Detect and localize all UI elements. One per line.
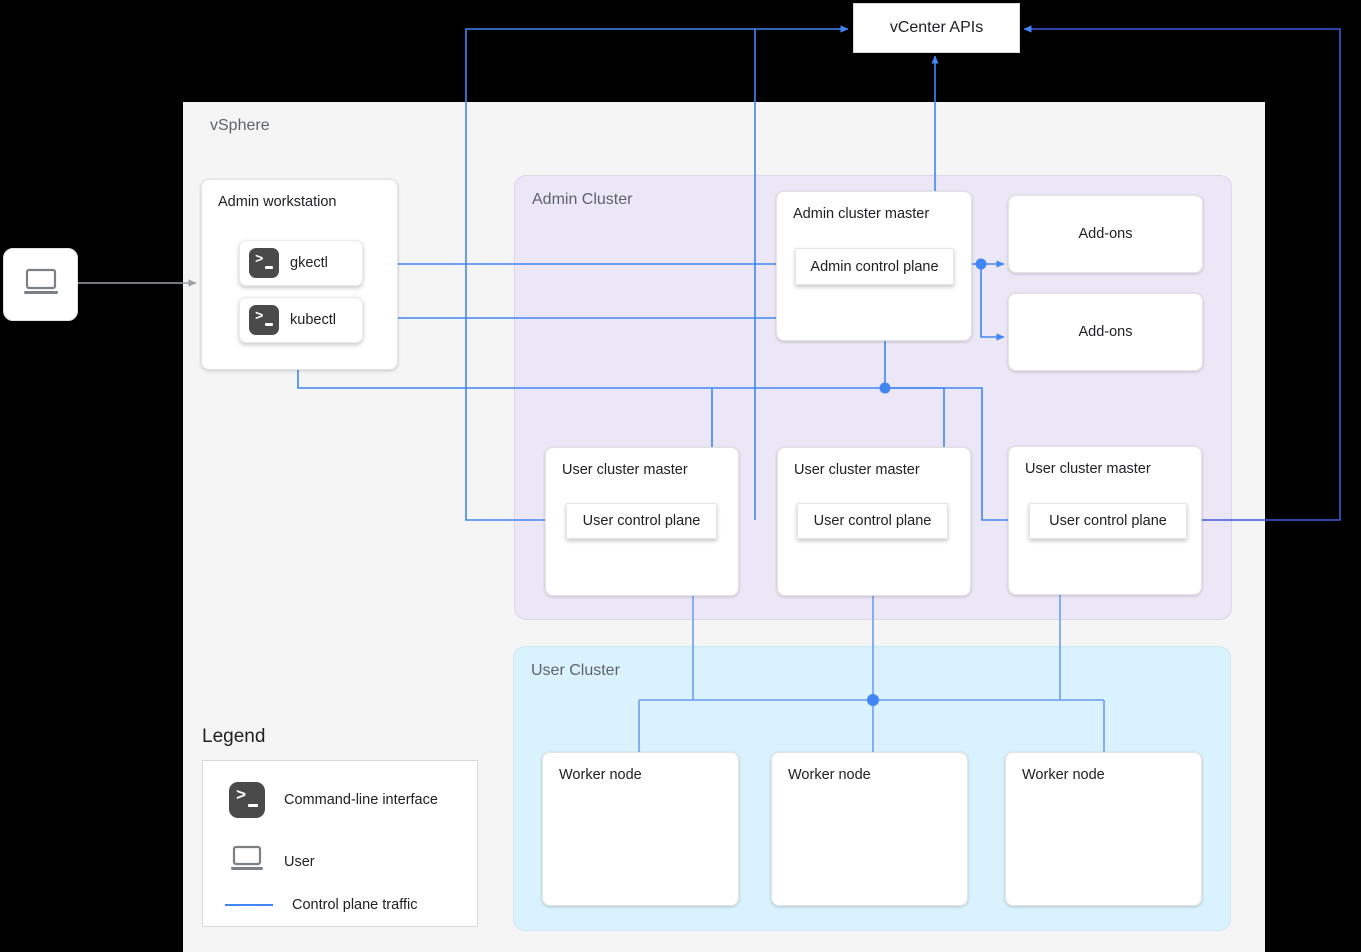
user-node[interactable] xyxy=(3,248,78,321)
worker-node-title-1: Worker node xyxy=(559,767,642,783)
admin-control-plane-label: Admin control plane xyxy=(810,258,939,275)
legend-title: Legend xyxy=(202,726,266,747)
legend-label-cli: Command-line interface xyxy=(284,792,438,808)
admin-cluster-master-title: Admin cluster master xyxy=(793,206,930,222)
user-cluster-master-title-3: User cluster master xyxy=(1025,461,1151,477)
terminal-icon xyxy=(249,248,279,278)
user-control-plane-node-1[interactable]: User control plane xyxy=(566,503,717,539)
vcenter-apis-label: vCenter APIs xyxy=(889,19,984,36)
user-cluster-master-title-1: User cluster master xyxy=(562,462,688,478)
terminal-icon xyxy=(249,305,279,335)
laptop-icon xyxy=(22,267,60,302)
worker-node-2[interactable]: Worker node xyxy=(771,752,968,906)
laptop-icon xyxy=(229,845,265,878)
line-swatch-icon xyxy=(225,904,273,906)
gkectl-label: gkectl xyxy=(290,255,328,271)
gkectl-cli-node[interactable]: gkectl xyxy=(239,240,363,286)
user-control-plane-label-1: User control plane xyxy=(582,513,701,529)
legend-item-user: User xyxy=(229,845,315,878)
legend-label-user: User xyxy=(284,853,315,870)
addons-label-1: Add-ons xyxy=(1078,226,1133,242)
kubectl-label: kubectl xyxy=(290,312,336,328)
user-control-plane-node-2[interactable]: User control plane xyxy=(797,503,948,539)
terminal-icon xyxy=(229,782,265,818)
vsphere-panel-label: vSphere xyxy=(210,117,270,134)
vcenter-apis-node[interactable]: vCenter APIs xyxy=(853,3,1020,53)
user-control-plane-node-3[interactable]: User control plane xyxy=(1029,503,1187,539)
admin-workstation-title: Admin workstation xyxy=(218,194,337,210)
worker-node-1[interactable]: Worker node xyxy=(542,752,739,906)
addons-label-2: Add-ons xyxy=(1078,324,1133,340)
addons-node-2[interactable]: Add-ons xyxy=(1008,293,1203,371)
worker-node-title-3: Worker node xyxy=(1022,767,1105,783)
kubectl-cli-node[interactable]: kubectl xyxy=(239,297,363,343)
admin-cluster-label: Admin Cluster xyxy=(532,191,633,208)
user-cluster-label: User Cluster xyxy=(531,662,620,679)
legend-item-traffic: Control plane traffic xyxy=(225,897,417,913)
worker-node-title-2: Worker node xyxy=(788,767,871,783)
admin-workstation-node[interactable]: Admin workstation gkectl kubectl xyxy=(201,179,398,370)
user-cluster-master-title-2: User cluster master xyxy=(794,462,920,478)
user-control-plane-label-3: User control plane xyxy=(1049,513,1167,529)
legend-label-traffic: Control plane traffic xyxy=(292,897,418,913)
worker-node-3[interactable]: Worker node xyxy=(1005,752,1202,906)
legend-item-cli: Command-line interface xyxy=(229,782,438,818)
addons-node-1[interactable]: Add-ons xyxy=(1008,195,1203,273)
user-control-plane-label-2: User control plane xyxy=(813,513,932,529)
admin-control-plane-node[interactable]: Admin control plane xyxy=(795,248,954,285)
legend-box: Command-line interface User Control plan… xyxy=(202,760,478,927)
